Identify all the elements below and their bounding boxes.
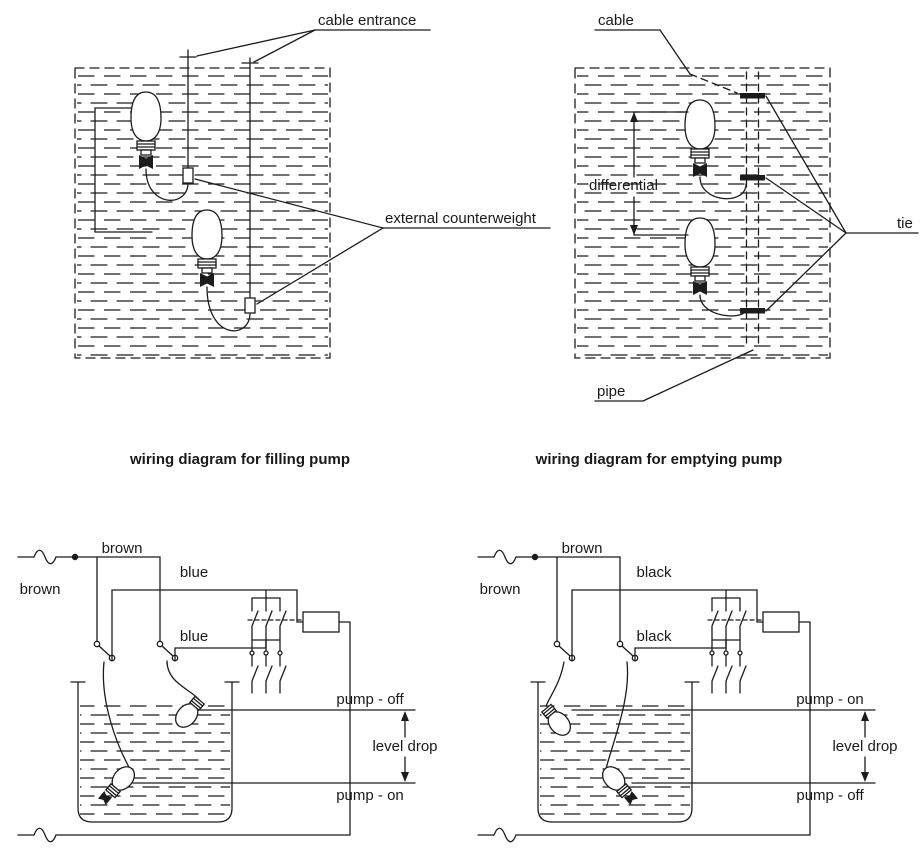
leader-line <box>642 349 754 402</box>
leader-line <box>765 232 847 312</box>
counterweight-1 <box>182 167 194 184</box>
arrow-up-icon <box>401 711 409 721</box>
circuit-core <box>18 550 350 842</box>
cable-entrance-text: cable entrance <box>318 12 416 29</box>
cable-drape <box>689 73 738 94</box>
label-pipe: pipe <box>594 349 754 402</box>
leader-line <box>765 95 847 234</box>
level-drop-dimension: level drop <box>372 711 438 782</box>
float-cable-2 <box>699 294 747 317</box>
pump-off-text: pump - off <box>796 787 864 804</box>
wire-label-black-lower: black <box>636 628 672 645</box>
float-cable-1 <box>699 176 747 200</box>
float-cable-upper <box>166 660 201 702</box>
wire-label-brown-top: brown <box>102 540 143 557</box>
cable-1 <box>145 49 197 201</box>
label-tie: tie <box>765 95 919 312</box>
range-bracket <box>94 107 153 233</box>
label-external-counterweight: external counterweight <box>194 178 551 305</box>
leader-line <box>194 178 384 229</box>
wire-label-blue-upper: blue <box>180 564 208 581</box>
leader-line <box>196 29 316 57</box>
emptying-pump-caption: wiring diagram for emptying pump <box>535 451 783 468</box>
tie-text: tie <box>897 215 913 232</box>
tank-outline <box>574 67 831 359</box>
wire-label-brown-top: brown <box>562 540 603 557</box>
tie-bar-1 <box>740 93 765 99</box>
arrow-up-icon <box>630 112 638 122</box>
emptying-pump-circuit: level drop brown brown black black pump … <box>478 540 898 842</box>
leader-line <box>765 177 847 234</box>
level-drop-text: level drop <box>832 738 897 755</box>
arrow-down-icon <box>861 772 869 782</box>
pipe-text: pipe <box>597 383 625 400</box>
label-cable-entrance: cable entrance <box>196 12 431 63</box>
filling-pump-diagram: cable entrance external counterweight wi… <box>74 12 551 468</box>
label-cable: cable <box>594 12 691 75</box>
pipe-assembly <box>740 71 765 349</box>
arrow-down-icon <box>401 772 409 782</box>
wire-label-brown-in: brown <box>20 581 61 598</box>
pump-on-text: pump - on <box>796 691 864 708</box>
arrow-down-icon <box>630 225 638 235</box>
leader-line <box>659 29 691 75</box>
leader-line <box>256 227 384 305</box>
tie-bar-2 <box>740 175 765 181</box>
circuit-core <box>478 550 810 842</box>
leader-line <box>253 29 316 63</box>
arrow-up-icon <box>861 711 869 721</box>
cable-2 <box>206 57 259 332</box>
level-drop-dimension: level drop <box>832 711 898 782</box>
counterweight-2 <box>244 297 256 314</box>
differential-dimension: differential <box>589 111 689 236</box>
external-counterweight-text: external counterweight <box>385 210 537 227</box>
wire-label-blue-lower: blue <box>180 628 208 645</box>
tie-bar-3 <box>740 308 765 314</box>
wire-label-black-upper: black <box>636 564 672 581</box>
level-drop-text: level drop <box>372 738 437 755</box>
filling-pump-circuit: level drop brown brown blue blue pump - … <box>18 540 438 842</box>
filling-pump-caption: wiring diagram for filling pump <box>129 451 350 468</box>
pump-off-text: pump - off <box>336 691 404 708</box>
wire-label-brown-in: brown <box>480 581 521 598</box>
cable-text: cable <box>598 12 634 29</box>
float-cable-lower <box>605 661 629 770</box>
emptying-pump-diagram: differential cable tie pipe wiring diagr… <box>535 12 919 468</box>
tank-outline <box>74 67 331 359</box>
pump-on-text: pump - on <box>336 787 404 804</box>
float-cable-lower <box>102 661 131 770</box>
float-cable-upper <box>545 661 565 707</box>
differential-text: differential <box>589 177 658 194</box>
